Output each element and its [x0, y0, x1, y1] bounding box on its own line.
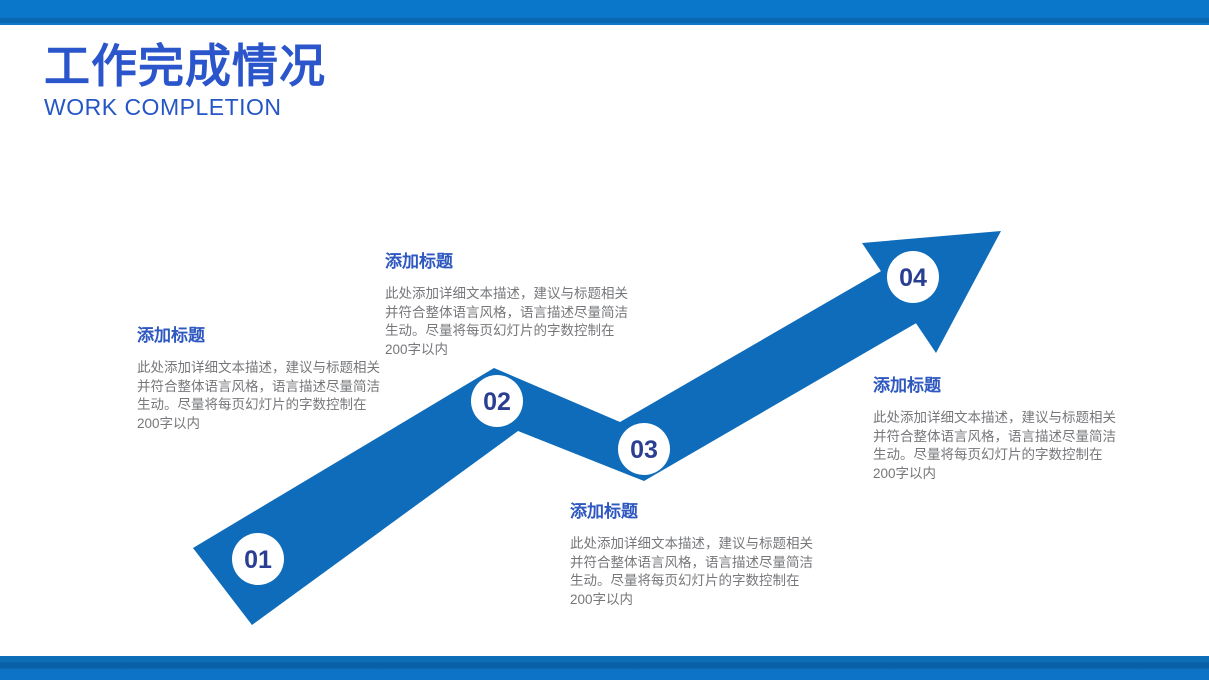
step-text-block-4: 添加标题 此处添加详细文本描述，建议与标题相关并符合整体语言风格，语言描述尽量简…: [873, 376, 1125, 483]
step-marker-04: 04: [887, 251, 939, 303]
step-description: 此处添加详细文本描述，建议与标题相关并符合整体语言风格，语言描述尽量简洁生动。尽…: [385, 286, 628, 357]
bottom-accent-bar: [0, 656, 1209, 680]
step-circle: [232, 533, 284, 585]
step-marker-02: 02: [471, 375, 523, 427]
step-circle: [618, 423, 670, 475]
step-number: 02: [483, 388, 511, 416]
step-circle: [471, 375, 523, 427]
step-text-block-3: 添加标题 此处添加详细文本描述，建议与标题相关并符合整体语言风格，语言描述尽量简…: [570, 502, 822, 609]
arrow-shaft: [193, 263, 925, 625]
step-text-block-1: 添加标题 此处添加详细文本描述，建议与标题相关并符合整体语言风格，语言描述尽量简…: [137, 326, 389, 433]
page-title: 工作完成情况: [44, 40, 326, 92]
step-marker-03: 03: [618, 423, 670, 475]
step-circle: [887, 251, 939, 303]
step-title: 添加标题: [570, 502, 638, 521]
slide-header: 工作完成情况 WORK COMPLETION: [44, 40, 326, 120]
step-description: 此处添加详细文本描述，建议与标题相关并符合整体语言风格，语言描述尽量简洁生动。尽…: [570, 536, 813, 607]
step-number: 04: [899, 264, 927, 292]
top-accent-bar: [0, 0, 1209, 25]
step-marker-01: 01: [232, 533, 284, 585]
page-subtitle: WORK COMPLETION: [44, 94, 282, 120]
step-description: 此处添加详细文本描述，建议与标题相关并符合整体语言风格，语言描述尽量简洁生动。尽…: [137, 360, 380, 431]
step-number: 01: [244, 546, 272, 574]
step-title: 添加标题: [137, 326, 205, 345]
step-title: 添加标题: [385, 252, 453, 271]
step-description: 此处添加详细文本描述，建议与标题相关并符合整体语言风格，语言描述尽量简洁生动。尽…: [873, 410, 1116, 481]
step-number: 03: [630, 436, 658, 464]
step-text-block-2: 添加标题 此处添加详细文本描述，建议与标题相关并符合整体语言风格，语言描述尽量简…: [385, 252, 637, 359]
step-title: 添加标题: [873, 376, 941, 395]
